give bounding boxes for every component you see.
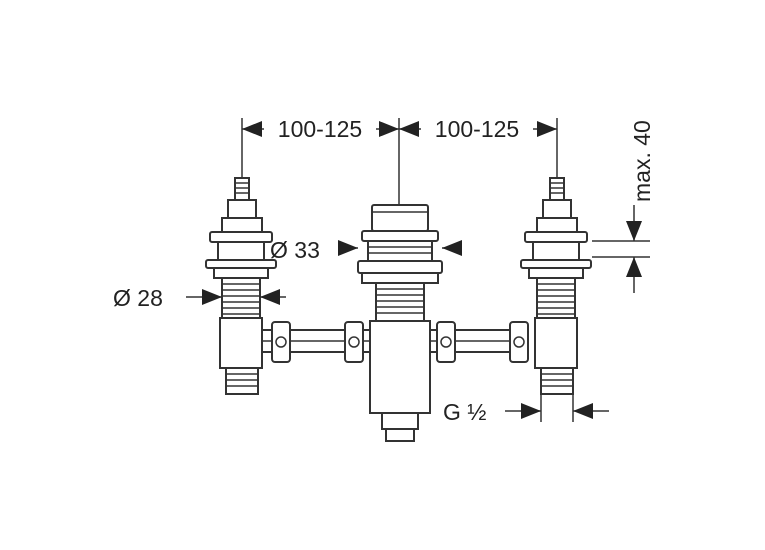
thread-label: G ½ xyxy=(443,399,486,425)
max-height-dimension: max. 40 xyxy=(592,120,655,293)
pipe-nut-1 xyxy=(271,321,291,363)
arrow-mid-left xyxy=(379,121,399,137)
arrow-left-end xyxy=(242,121,262,137)
side-diameter-label: Ø 28 xyxy=(113,285,163,311)
center-diameter-label: Ø 33 xyxy=(270,237,320,263)
spacing-dimension: 100-125 100-125 xyxy=(241,115,558,205)
left-valve xyxy=(205,177,277,395)
center-valve xyxy=(357,204,443,442)
arrow-right-end xyxy=(537,121,557,137)
pipe-nut-4 xyxy=(509,321,529,363)
pipe-nut-3 xyxy=(436,321,456,363)
thread-dimension: G ½ xyxy=(443,394,609,425)
center-diameter-dimension: Ø 33 xyxy=(270,237,462,263)
arrow-mid-right xyxy=(399,121,419,137)
pipe-nut-2 xyxy=(344,321,364,363)
spacing-right-label: 100-125 xyxy=(435,116,519,142)
side-diameter-dimension: Ø 28 xyxy=(113,285,286,311)
right-valve xyxy=(520,177,592,395)
max-height-label: max. 40 xyxy=(629,120,655,202)
spacing-left-label: 100-125 xyxy=(278,116,362,142)
